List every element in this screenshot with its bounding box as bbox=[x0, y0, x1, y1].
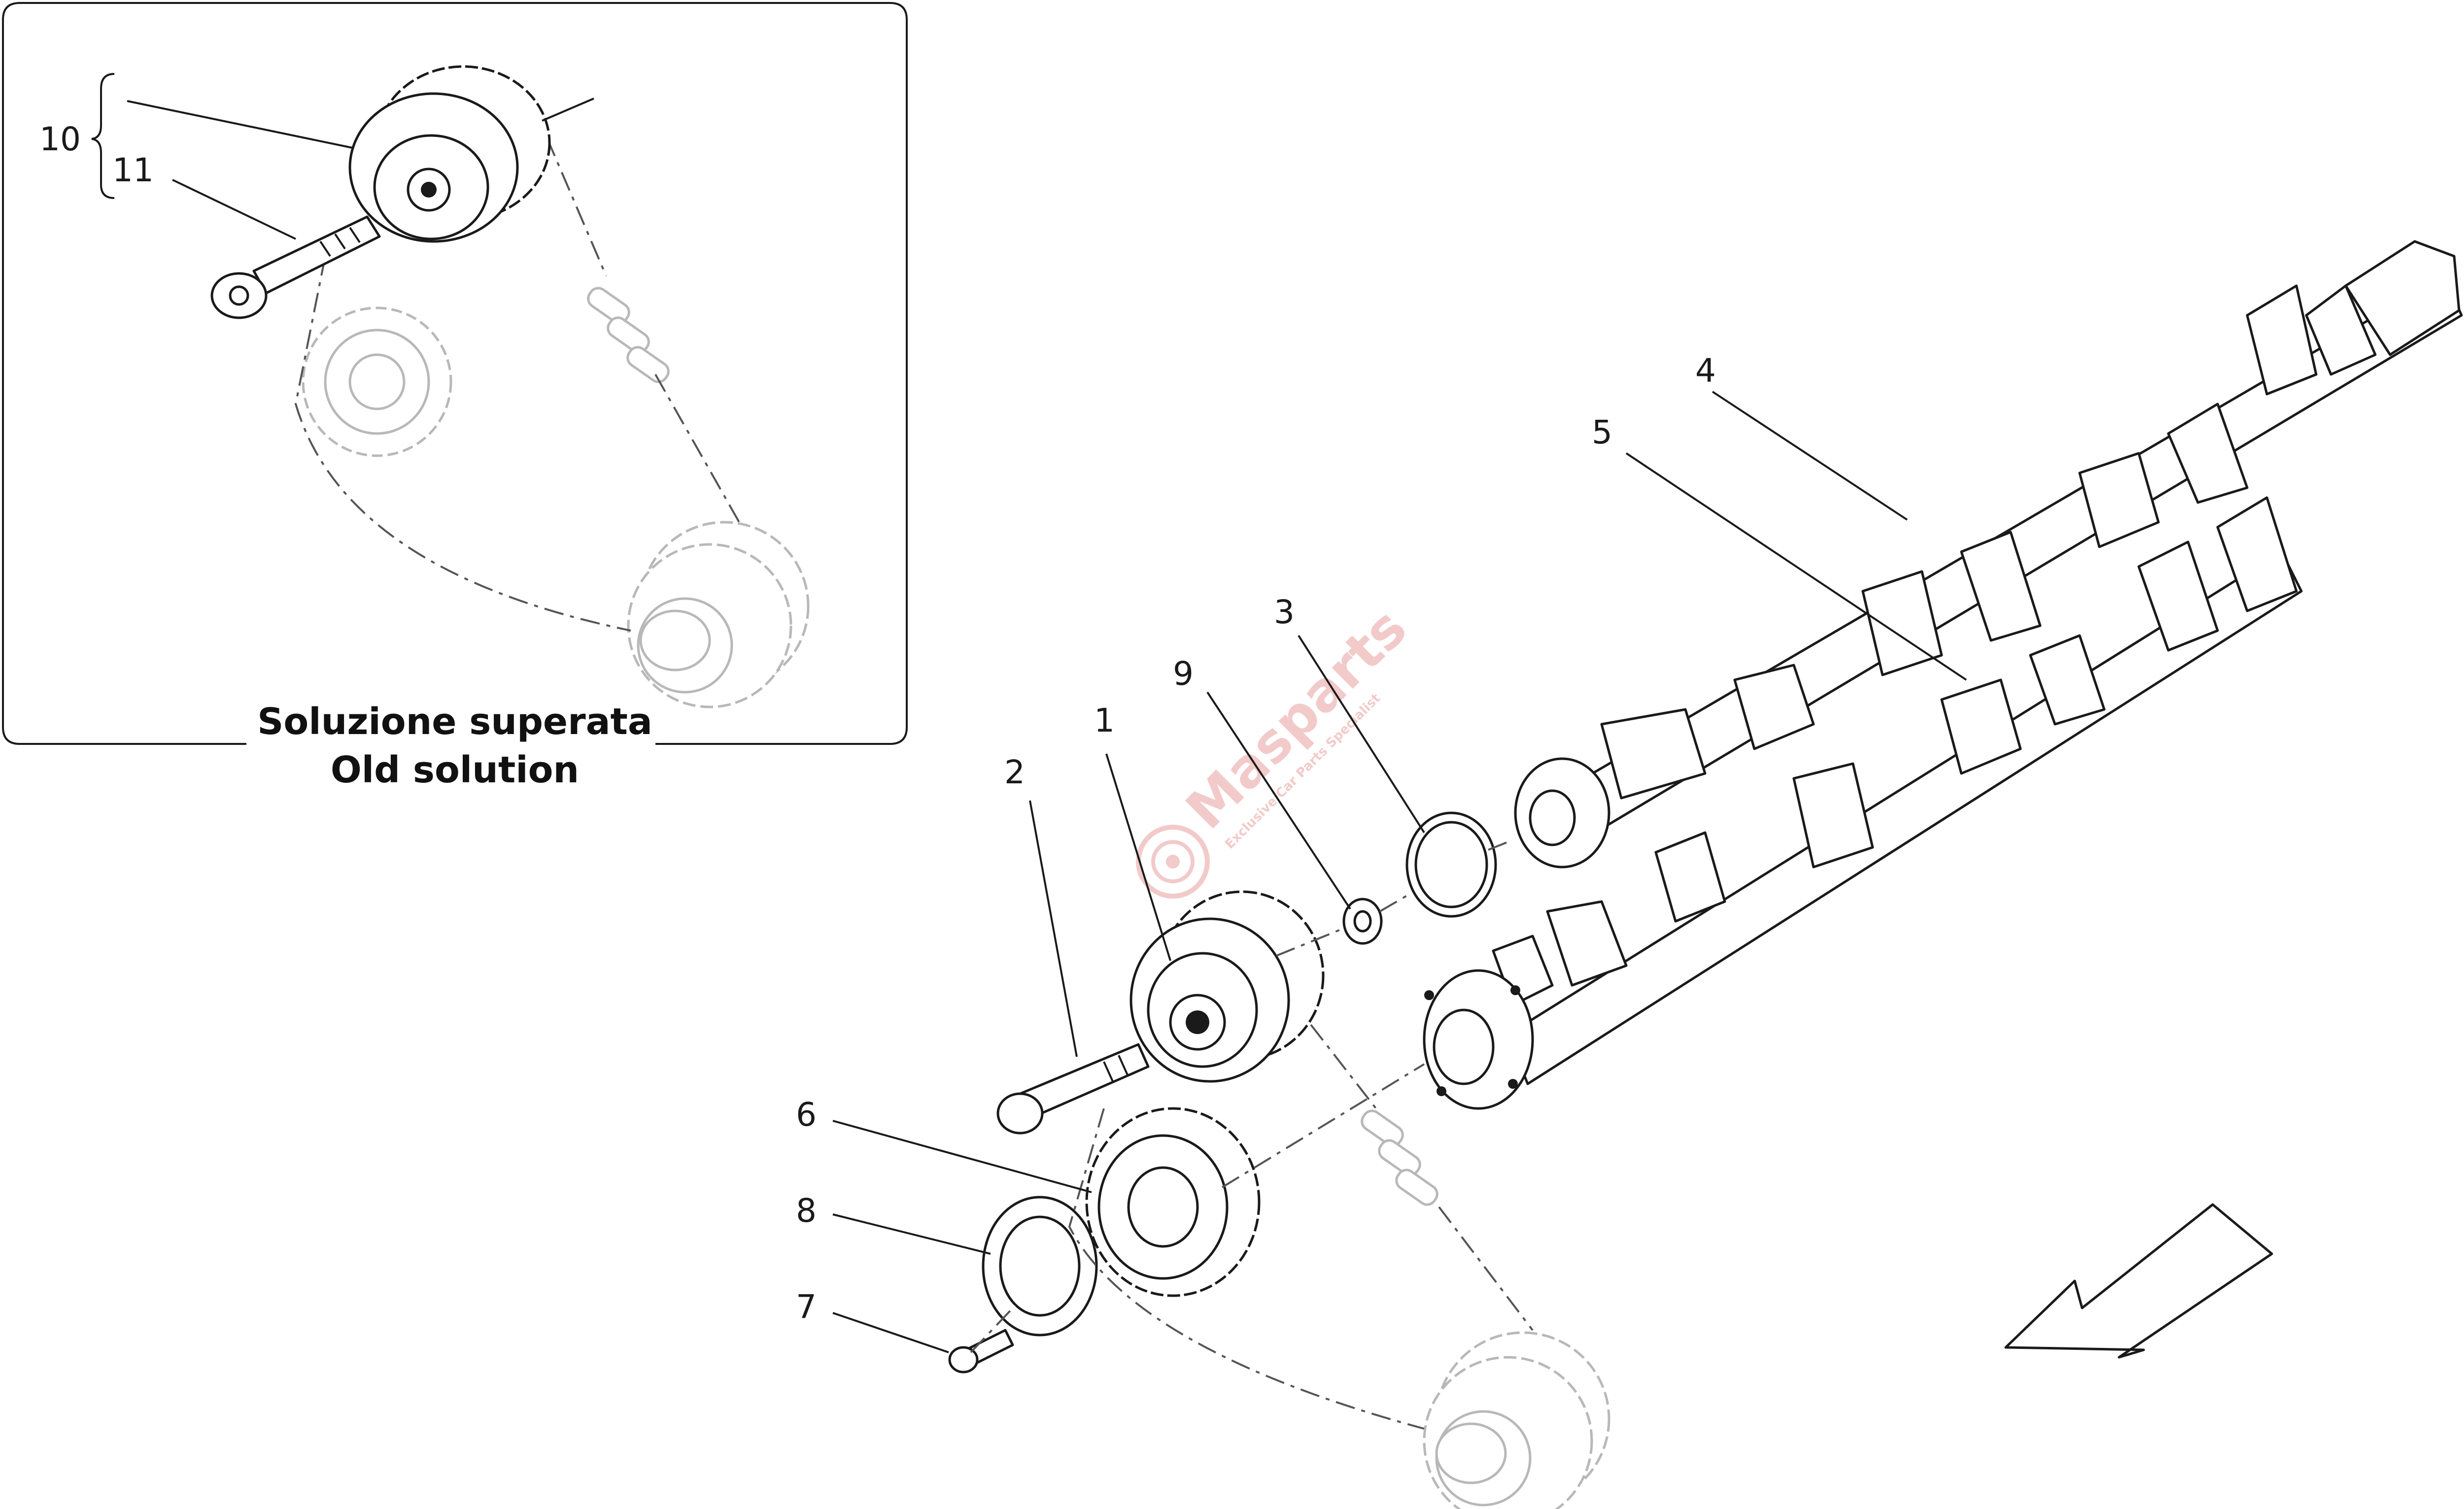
inset-caption-english: Old solution bbox=[331, 749, 579, 791]
callout-brace bbox=[91, 73, 115, 199]
camshaft-sprocket bbox=[1085, 1107, 1261, 1297]
watermark: Masparts Exclusive Car Parts Specialist bbox=[1136, 597, 1419, 899]
watermark-logo-icon bbox=[1136, 824, 1210, 899]
inset-caption-italian: Soluzione superata bbox=[257, 701, 652, 743]
phaser-bolt bbox=[996, 1043, 1150, 1135]
callout-1: 1 bbox=[1094, 702, 1115, 739]
callout-3: 3 bbox=[1274, 593, 1295, 631]
callout-11: 11 bbox=[112, 151, 154, 189]
callout-7: 7 bbox=[796, 1288, 817, 1326]
watermark-brand: Masparts bbox=[1174, 597, 1419, 841]
old-timing-chain-segment bbox=[587, 287, 670, 383]
camshaft-lower bbox=[1423, 496, 2303, 1110]
callout-2: 2 bbox=[1004, 753, 1025, 791]
inset-frame bbox=[2, 2, 908, 745]
cam-phaser bbox=[1129, 890, 1325, 1083]
callout-4: 4 bbox=[1695, 352, 1716, 390]
crankshaft-double-sprocket bbox=[1423, 1331, 1610, 1509]
old-solution-inset: 10 11 Soluzione superata Old solution bbox=[2, 2, 908, 791]
callout-10: 10 bbox=[39, 120, 81, 158]
timing-chain-segment bbox=[1361, 1109, 1438, 1206]
direction-arrow-icon bbox=[2004, 1203, 2273, 1359]
old-variator-bolt bbox=[210, 215, 381, 319]
plate-screw bbox=[948, 1329, 1014, 1374]
old-variator-sprocket bbox=[348, 65, 551, 243]
callout-9: 9 bbox=[1173, 655, 1194, 693]
retaining-plate bbox=[982, 1196, 1098, 1337]
o-ring-seal bbox=[1405, 811, 1497, 918]
old-idler-sprocket bbox=[302, 306, 452, 457]
callout-6: 6 bbox=[796, 1096, 817, 1134]
callout-8: 8 bbox=[796, 1192, 817, 1230]
old-crank-double-sprocket bbox=[627, 521, 810, 708]
camshaft-upper bbox=[1514, 240, 2463, 869]
washer bbox=[1342, 898, 1383, 945]
callout-5: 5 bbox=[1592, 413, 1612, 451]
